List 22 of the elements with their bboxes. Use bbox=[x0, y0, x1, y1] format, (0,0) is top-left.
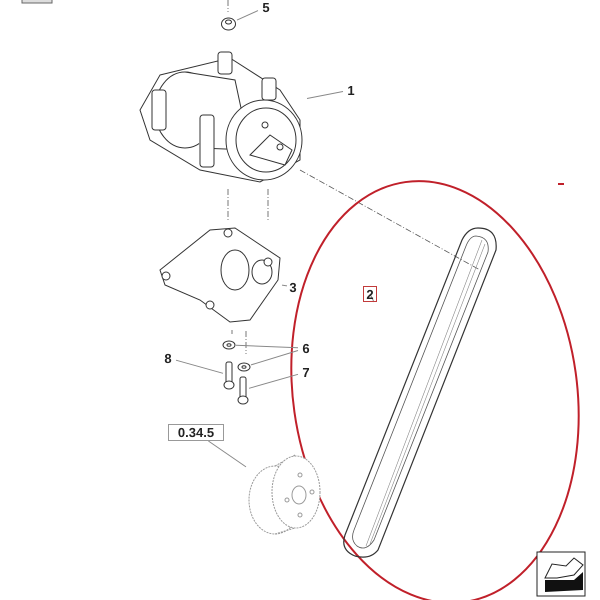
bolt-drawing bbox=[223, 360, 235, 390]
callout-number: 2 bbox=[363, 286, 377, 302]
callout-number: 7 bbox=[298, 364, 314, 380]
nut-drawing bbox=[220, 15, 237, 33]
washer-drawing bbox=[222, 340, 236, 350]
leader-line bbox=[236, 10, 258, 21]
callout-number: 5 bbox=[258, 0, 274, 14]
callout-number: 3 bbox=[287, 280, 299, 294]
leader-line bbox=[306, 91, 344, 99]
leader-line bbox=[370, 294, 374, 302]
leader-line bbox=[208, 440, 246, 468]
callout-number: 6 bbox=[298, 340, 314, 356]
callout-number: 8 bbox=[160, 350, 176, 366]
leader-line bbox=[250, 350, 298, 366]
bolt-drawing bbox=[237, 375, 249, 405]
washer-drawing bbox=[237, 362, 251, 372]
callout-number: 0.34.5 bbox=[168, 424, 224, 441]
belt-drawing bbox=[340, 226, 500, 560]
callout-number: 1 bbox=[343, 82, 359, 98]
leader-line bbox=[248, 374, 298, 389]
leader-line bbox=[236, 344, 298, 348]
leader-line bbox=[282, 284, 288, 286]
